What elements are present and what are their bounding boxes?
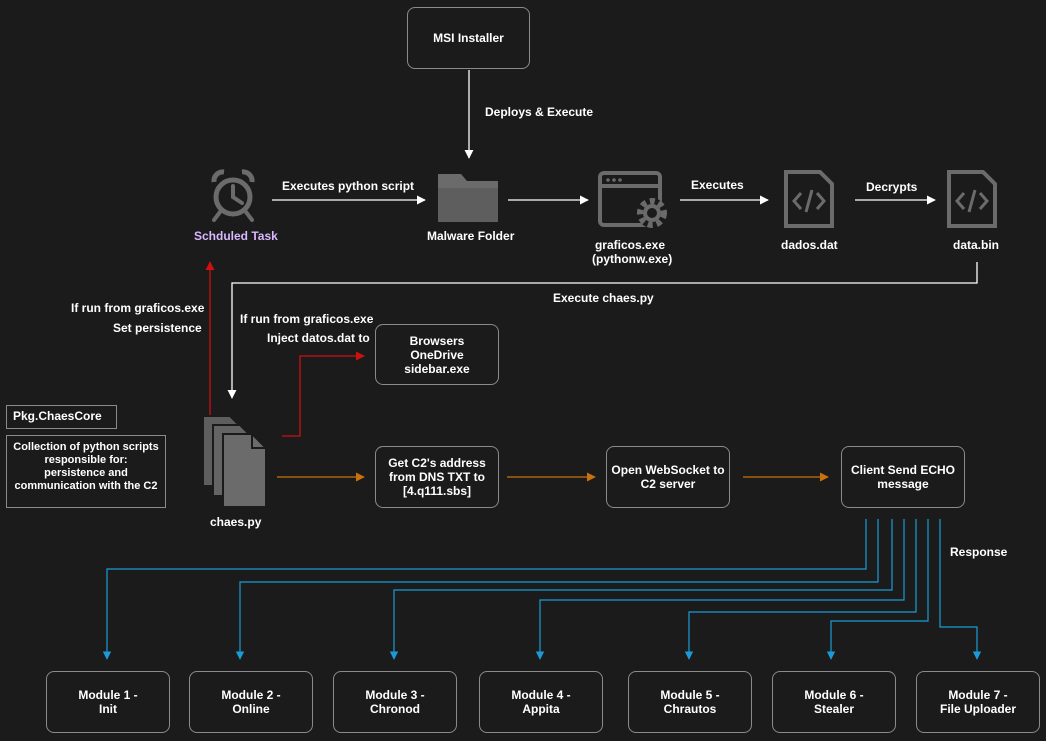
persistence-condition-label: If run from graficos.exe bbox=[71, 301, 205, 315]
arrow-echo-to-module-2 bbox=[235, 519, 879, 660]
app-window-gear-icon bbox=[598, 171, 667, 228]
code-file-icon bbox=[784, 170, 834, 228]
alarm-clock-icon bbox=[211, 169, 255, 222]
malware-folder-label: Malware Folder bbox=[427, 229, 515, 243]
websocket-node: Open WebSocket to C2 server bbox=[606, 446, 730, 508]
graficos-label: graficos.exe (pythonw.exe) bbox=[592, 238, 673, 266]
code-file-icon bbox=[947, 170, 997, 228]
module-4-node: Module 4 - Appita bbox=[479, 671, 603, 733]
response-label: Response bbox=[950, 545, 1008, 559]
exec-python-label: Executes python script bbox=[282, 179, 415, 193]
arrow-echo-to-module-3 bbox=[389, 519, 893, 660]
echo-message-node: Client Send ECHO message bbox=[841, 446, 965, 508]
module-5-node: Module 5 - Chrautos bbox=[628, 671, 752, 733]
arrow-echo-to-module-6 bbox=[826, 519, 929, 660]
module-1-node: Module 1 - Init bbox=[46, 671, 170, 733]
exec-chaes-label: Execute chaes.py bbox=[553, 291, 654, 305]
inject-condition-label: If run from graficos.exe bbox=[240, 312, 374, 326]
arrow-echo-to-module-1 bbox=[102, 519, 867, 660]
arrow-echo-to-module-5 bbox=[684, 519, 917, 660]
chaes-label: chaes.py bbox=[210, 515, 262, 529]
arrow-databin-to-chaes bbox=[227, 262, 978, 399]
module-3-node: Module 3 - Chronod bbox=[333, 671, 457, 733]
arrow-echo-to-module-4 bbox=[535, 519, 905, 660]
persistence-action-label: Set persistence bbox=[113, 321, 202, 335]
msi-installer-node: MSI Installer bbox=[407, 7, 530, 69]
browsers-node: Browsers OneDrive sidebar.exe bbox=[375, 324, 499, 385]
documents-stack-icon bbox=[202, 415, 267, 508]
arrow-echo-to-module-7 bbox=[939, 519, 982, 660]
deploys-label: Deploys & Execute bbox=[485, 105, 594, 119]
module-6-node: Module 6 - Stealer bbox=[772, 671, 896, 733]
folder-icon bbox=[438, 174, 498, 222]
inject-action-label: Inject datos.dat to bbox=[267, 331, 370, 345]
scheduled-task-label: Schduled Task bbox=[194, 229, 278, 243]
package-description: Collection of python scripts responsible… bbox=[6, 435, 166, 508]
c2-address-node: Get C2's address from DNS TXT to [4.q111… bbox=[375, 446, 499, 508]
decrypts-label: Decrypts bbox=[866, 180, 918, 194]
executes-label: Executes bbox=[691, 178, 744, 192]
module-7-node: Module 7 - File Uploader bbox=[916, 671, 1040, 733]
databin-label: data.bin bbox=[953, 238, 1000, 252]
dados-label: dados.dat bbox=[781, 238, 838, 252]
arrow-chaes-to-browsers bbox=[282, 351, 365, 437]
module-2-node: Module 2 - Online bbox=[189, 671, 313, 733]
package-title: Pkg.ChaesCore bbox=[6, 405, 117, 429]
